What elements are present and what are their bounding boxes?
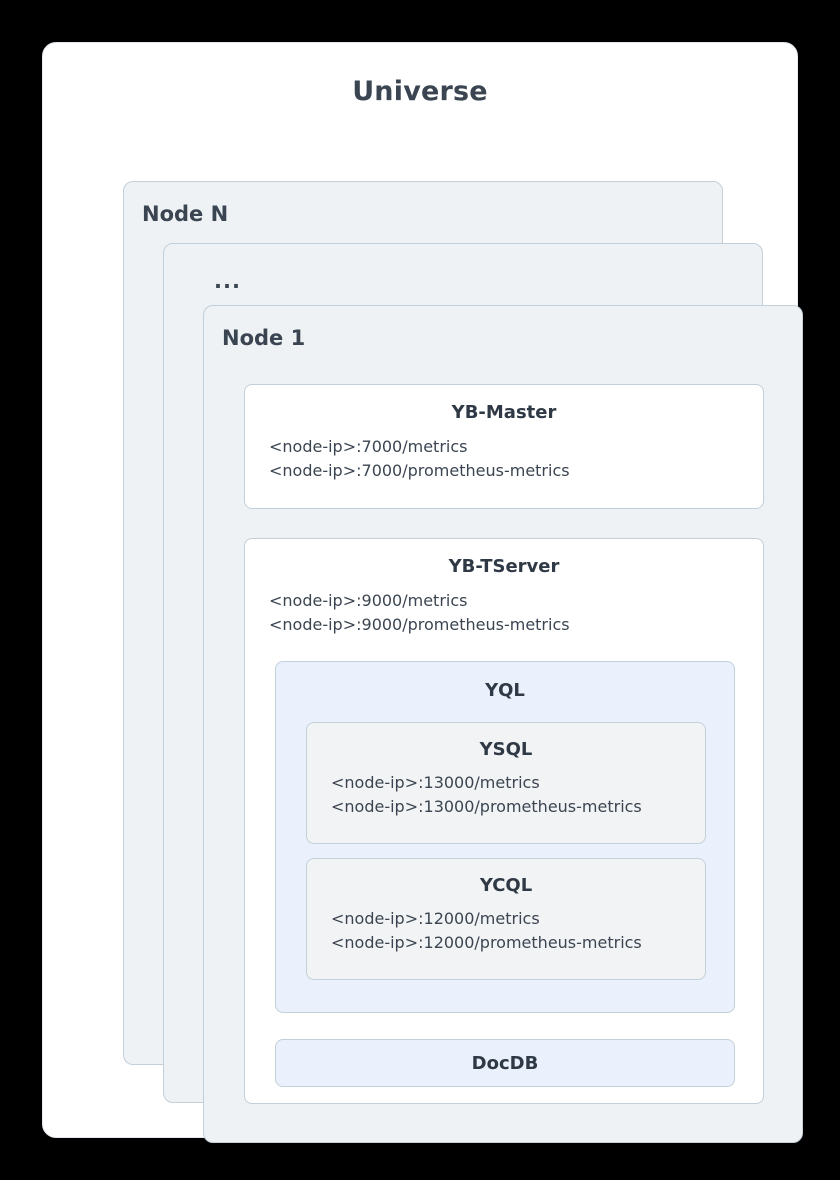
node-card-node-1: Node 1 YB-Master <node-ip>:7000/metrics … bbox=[203, 305, 803, 1143]
ysql-title: YSQL bbox=[479, 739, 533, 760]
yb-master-metrics: <node-ip>:7000/metrics <node-ip>:7000/pr… bbox=[269, 437, 570, 481]
universe-panel: Universe Node N ... Node 1 YB-Master <no… bbox=[42, 42, 803, 1143]
ycql-box: YCQL <node-ip>:12000/metrics <node-ip>:1… bbox=[306, 858, 706, 980]
node-card-label-node-1: Node 1 bbox=[222, 326, 306, 350]
yb-master-box: YB-Master <node-ip>:7000/metrics <node-i… bbox=[244, 384, 764, 509]
yb-tserver-metrics: <node-ip>:9000/metrics <node-ip>:9000/pr… bbox=[269, 591, 570, 635]
ycql-metrics: <node-ip>:12000/metrics <node-ip>:12000/… bbox=[331, 909, 642, 953]
node-card-label-ellipsis: ... bbox=[214, 269, 241, 293]
yb-tserver-box: YB-TServer <node-ip>:9000/metrics <node-… bbox=[244, 538, 764, 1104]
yb-tserver-title: YB-TServer bbox=[448, 556, 560, 577]
yql-box: YQL YSQL <node-ip>:13000/metrics <node-i… bbox=[275, 661, 735, 1013]
ysql-metrics: <node-ip>:13000/metrics <node-ip>:13000/… bbox=[331, 773, 642, 817]
ysql-box: YSQL <node-ip>:13000/metrics <node-ip>:1… bbox=[306, 722, 706, 844]
docdb-box: DocDB bbox=[275, 1039, 735, 1087]
universe-title: Universe bbox=[352, 76, 488, 107]
yql-title: YQL bbox=[485, 680, 525, 701]
node-card-label-node-n: Node N bbox=[142, 202, 229, 226]
docdb-title: DocDB bbox=[471, 1052, 539, 1074]
ycql-title: YCQL bbox=[479, 875, 533, 896]
yb-master-title: YB-Master bbox=[451, 402, 557, 423]
